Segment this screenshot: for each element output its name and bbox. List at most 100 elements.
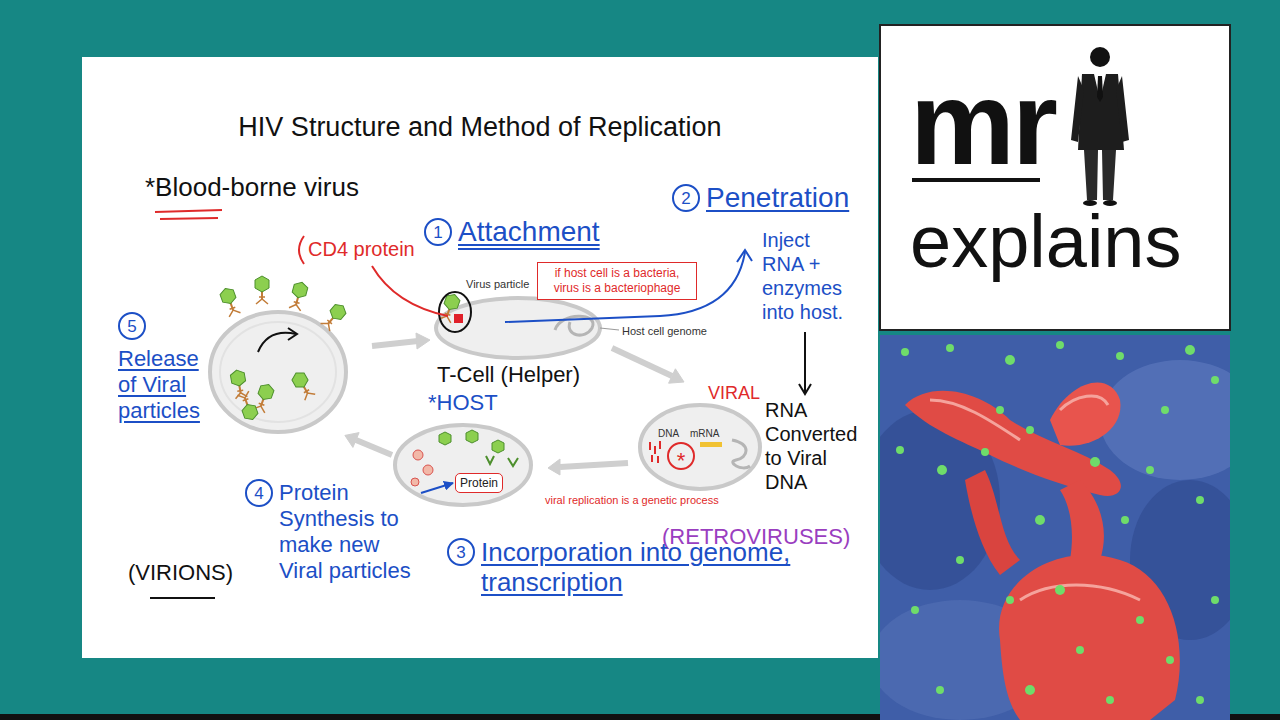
numbered-step: 5Release of Viral particles xyxy=(118,312,210,424)
figure-tie xyxy=(1097,76,1103,102)
hand-arrow xyxy=(258,333,296,352)
step-heading: Attachment xyxy=(458,216,600,248)
box-label: Protein xyxy=(460,475,498,491)
cell-outline xyxy=(640,405,760,489)
virus-dots xyxy=(896,341,1219,704)
note-label: *Blood-borne virus xyxy=(145,172,359,203)
virus-particle xyxy=(237,391,260,422)
figure-head xyxy=(1090,47,1110,67)
numbered-step: 4Protein Synthesis to make new Viral par… xyxy=(245,480,419,584)
cycle-arrow xyxy=(356,440,392,455)
release-cell xyxy=(210,276,349,432)
cycle-arrowhead xyxy=(669,369,684,383)
logo-word: mr xyxy=(910,64,1055,182)
numbered-step: 2Penetration xyxy=(672,182,849,214)
slide-title: HIV Structure and Method of Replication xyxy=(82,112,878,143)
leader-line xyxy=(372,266,448,316)
step-number: 5 xyxy=(118,312,146,340)
hand-arrow xyxy=(804,332,806,393)
cell-process xyxy=(965,470,1020,575)
texture xyxy=(1100,360,1230,480)
capsid xyxy=(492,440,504,453)
connector-arrow xyxy=(421,483,453,493)
hand-arrowhead xyxy=(737,250,752,262)
host-genome xyxy=(732,440,750,468)
protein-box: Protein xyxy=(455,473,503,493)
numbered-step: 3Incorporation into genome, transcriptio… xyxy=(447,537,801,597)
cycle-arrowhead xyxy=(345,433,359,448)
part-label: Host cell genome xyxy=(622,325,707,337)
logo-word: explains xyxy=(910,205,1182,279)
term-label: (VIRIONS) xyxy=(128,560,233,586)
step-note: RNA Converted to Viral DNA xyxy=(765,398,861,494)
presenter-figure xyxy=(1071,47,1129,206)
caption-note: viral replication is a genetic process xyxy=(545,494,719,506)
ribosome xyxy=(423,465,433,475)
tail-fibres xyxy=(486,456,518,466)
virus-particle xyxy=(255,276,269,304)
step-heading: Incorporation into genome, transcription xyxy=(481,537,801,597)
cell-inner xyxy=(220,322,336,422)
host-cell xyxy=(436,292,619,358)
cell-outline xyxy=(395,425,531,505)
step-heading: Penetration xyxy=(706,182,849,214)
cell-label: T-Cell (Helper) xyxy=(437,362,580,388)
part-label: mRNA xyxy=(690,428,719,439)
step-number: 1 xyxy=(424,218,452,246)
cycle-arrowhead xyxy=(548,459,560,475)
hand-arrowhead xyxy=(799,384,811,394)
part-label: Virus particle xyxy=(466,278,529,290)
micrograph xyxy=(880,335,1230,720)
cell-outline xyxy=(210,312,346,432)
synthesis-cell xyxy=(395,425,531,505)
slide-panel xyxy=(82,57,878,658)
marked-circle: * xyxy=(667,442,695,470)
step-number: 3 xyxy=(447,538,475,566)
cell-outline xyxy=(436,298,600,358)
hand-arrow xyxy=(505,252,745,322)
cd4-receptor xyxy=(454,314,463,323)
figure-arms xyxy=(1071,76,1129,142)
infected-cell xyxy=(999,555,1180,720)
virus-particle xyxy=(219,286,242,317)
step-number: 2 xyxy=(672,184,700,212)
connector-group xyxy=(421,483,453,493)
virus-particle xyxy=(320,301,349,331)
part-label: DNA xyxy=(658,428,679,439)
numbered-step: 1Attachment xyxy=(424,216,600,248)
step-note: Inject RNA + enzymes into host. xyxy=(762,228,848,324)
ribosome xyxy=(411,478,419,486)
cycle-arrows xyxy=(345,333,684,475)
host-label: *HOST xyxy=(428,390,498,416)
virus-particle xyxy=(288,280,309,311)
cycle-arrow xyxy=(612,348,672,376)
cycle-arrowhead xyxy=(416,333,430,349)
replication-cell xyxy=(640,405,760,489)
ribosome xyxy=(413,450,423,460)
virus-particle xyxy=(290,370,316,401)
capsid xyxy=(439,432,451,445)
figure-jacket xyxy=(1078,74,1124,150)
hand-arrowhead xyxy=(288,328,297,340)
logo-panel xyxy=(880,25,1230,330)
figure-legs xyxy=(1084,150,1116,200)
cycle-arrow xyxy=(372,341,418,346)
callout-text: if host cell is a bacteria, virus is a b… xyxy=(543,266,691,296)
viral-label: VIRAL xyxy=(708,383,760,404)
cell-highlight xyxy=(930,396,1140,600)
cell-process xyxy=(1050,383,1120,446)
viral-dna xyxy=(650,441,660,463)
mrna-strand xyxy=(700,442,722,447)
hand-circle xyxy=(439,292,471,332)
mark-symbol: * xyxy=(677,450,686,472)
hand-underline xyxy=(155,210,222,219)
cycle-arrow xyxy=(560,463,628,467)
callout-box: if host cell is a bacteria, virus is a b… xyxy=(537,262,697,300)
virus-particle xyxy=(230,369,249,399)
leader-line xyxy=(600,328,619,330)
cell-process xyxy=(1060,480,1104,560)
hand-bracket xyxy=(299,236,304,264)
step-heading: Protein Synthesis to make new Viral part… xyxy=(279,480,419,584)
